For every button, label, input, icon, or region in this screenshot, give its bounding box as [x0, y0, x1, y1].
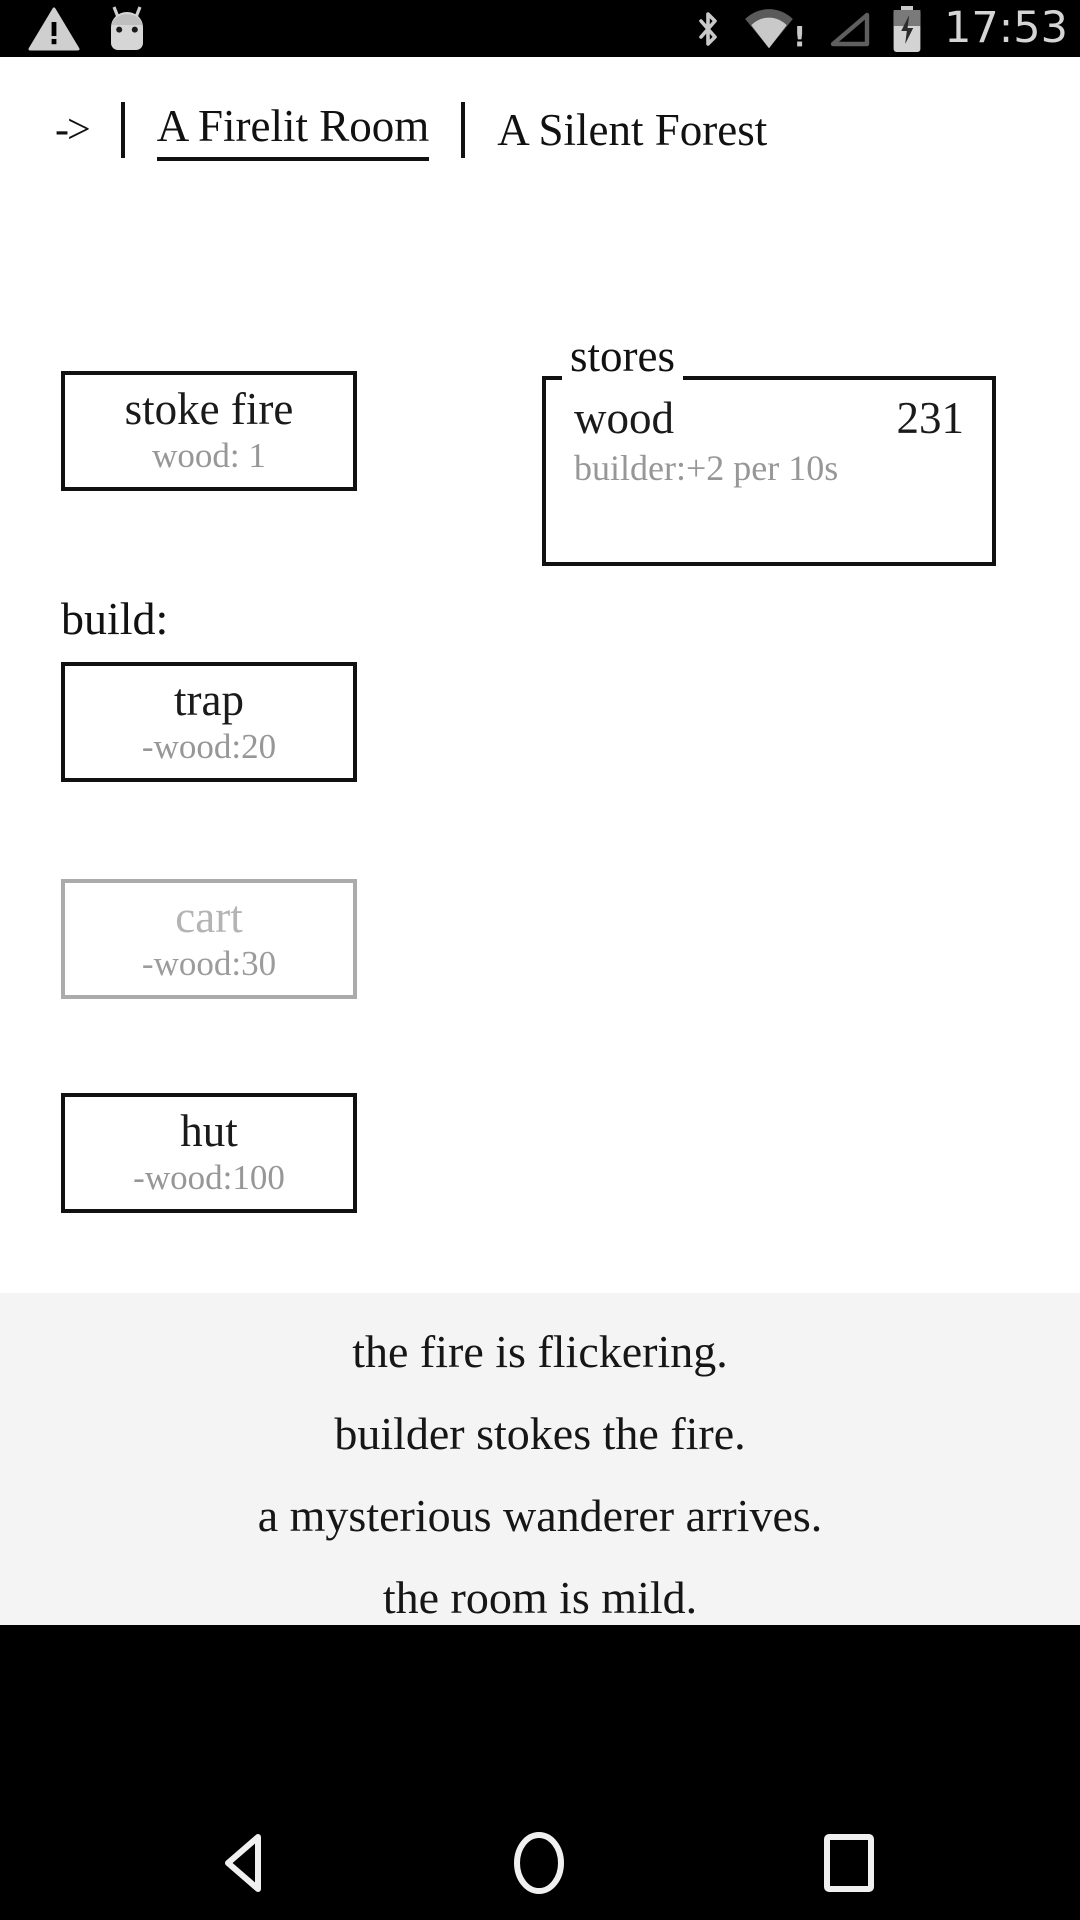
status-bar: ! 17:53	[0, 0, 1080, 57]
android-icon	[104, 5, 150, 53]
scroll-arrow: ->	[55, 107, 91, 153]
log-message: builder stokes the fire.	[334, 1408, 746, 1459]
recents-button[interactable]	[822, 1833, 876, 1898]
log-message: a mysterious wanderer arrives.	[257, 1490, 823, 1541]
home-button[interactable]	[512, 1830, 566, 1901]
android-navigation-bar	[0, 1625, 1080, 1920]
build-trap-button[interactable]: trap -wood:20	[61, 662, 357, 782]
bluetooth-icon	[695, 11, 721, 47]
wifi-alert-icon: !	[743, 8, 807, 53]
hut-cost: -wood:100	[133, 1157, 285, 1197]
stores-title: stores	[562, 332, 683, 380]
signal-empty-icon	[828, 11, 870, 47]
build-section-label: build:	[61, 593, 169, 644]
cart-cost: -wood:30	[141, 943, 277, 983]
message-log: the fire is flickering. builder stokes t…	[0, 1293, 1080, 1625]
stores-resource-name: wood	[574, 393, 674, 443]
cart-label: cart	[175, 892, 243, 943]
header-divider	[461, 102, 466, 158]
back-button[interactable]	[216, 1830, 268, 1901]
warning-icon	[28, 7, 80, 51]
hut-label: hut	[180, 1106, 238, 1157]
location-header: -> A Firelit Room A Silent Forest	[55, 95, 799, 165]
build-hut-button[interactable]: hut -wood:100	[61, 1093, 357, 1213]
log-message: the fire is flickering.	[352, 1326, 728, 1377]
battery-charging-icon	[892, 5, 922, 52]
header-divider	[120, 102, 125, 158]
trap-cost: -wood:20	[141, 726, 277, 766]
stores-resource-value: 231	[896, 393, 965, 443]
stoke-fire-label: stoke fire	[124, 384, 294, 435]
status-clock: 17:53	[944, 3, 1068, 53]
wifi-alert-mark: !	[793, 19, 807, 53]
stoke-fire-cost: wood: 1	[152, 435, 266, 475]
trap-label: trap	[174, 675, 244, 726]
tab-a-silent-forest[interactable]: A Silent Forest	[497, 105, 768, 155]
status-bar-notifications	[0, 5, 150, 53]
build-cart-button-disabled[interactable]: cart -wood:30	[61, 879, 357, 999]
stores-row-wood: wood 231	[574, 390, 964, 446]
stores-income-note: builder:+2 per 10s	[574, 448, 839, 489]
tab-a-firelit-room[interactable]: A Firelit Room	[156, 100, 430, 161]
stores-panel: stores wood 231 builder:+2 per 10s	[542, 332, 996, 566]
log-message: the room is mild.	[382, 1572, 698, 1623]
stoke-fire-button[interactable]: stoke fire wood: 1	[61, 371, 357, 491]
status-bar-system-icons: ! 17:53	[695, 3, 1080, 53]
